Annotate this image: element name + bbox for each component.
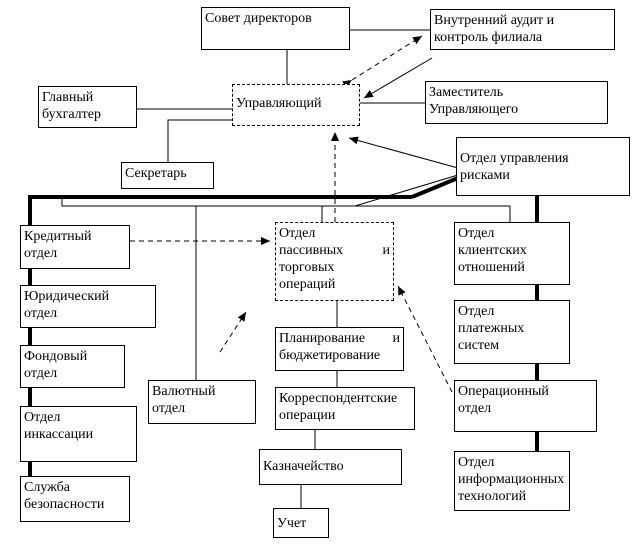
chief-accountant-box: Главный бухгалтер: [38, 86, 137, 128]
client-box: Отдел клиентских отношений: [454, 222, 570, 285]
manager-box: Управляющий: [232, 84, 360, 126]
payment-box: Отдел платежных систем: [454, 300, 570, 364]
passive-box: Отдел пассивных и торговых операций: [275, 222, 394, 301]
dashed-operations-passive: [397, 285, 453, 393]
dashed-currency-arrow: [219, 311, 247, 353]
risk-box: Отдел управления рисками: [456, 137, 630, 196]
arrow-risk-manager: [348, 136, 459, 169]
security-box: Служба безопасности: [20, 476, 130, 522]
arrow-audit-manager: [363, 57, 433, 99]
line-manager-secretary: [167, 119, 288, 162]
operations-box: Операционный отдел: [454, 380, 597, 432]
dashed-manager-audit: [342, 35, 423, 89]
corresp-box: Корреспондентские операции: [275, 387, 415, 430]
planning-box: Планирование и бюджетирование: [275, 327, 404, 371]
deputy-box: Заместитель Управляющего: [425, 81, 608, 124]
secretary-box: Секретарь: [121, 162, 214, 189]
credit-box: Кредитный отдел: [20, 225, 130, 269]
it-box: Отдел информационных технологий: [454, 451, 570, 511]
thick-bus-risk: [411, 176, 459, 199]
collection-box: Отдел инкассации: [20, 406, 137, 462]
currency-box: Валютный отдел: [148, 380, 256, 424]
treasury-box: Казначейство: [259, 449, 402, 485]
line-risk-passive: [354, 174, 459, 207]
audit-box: Внутренний аудит и контроль филиала: [430, 9, 615, 50]
accounting-box: Учет: [273, 508, 329, 538]
fund-box: Фондовый отдел: [20, 345, 125, 388]
board-box: Совет директоров: [201, 7, 350, 50]
legal-box: Юридический отдел: [20, 285, 156, 328]
